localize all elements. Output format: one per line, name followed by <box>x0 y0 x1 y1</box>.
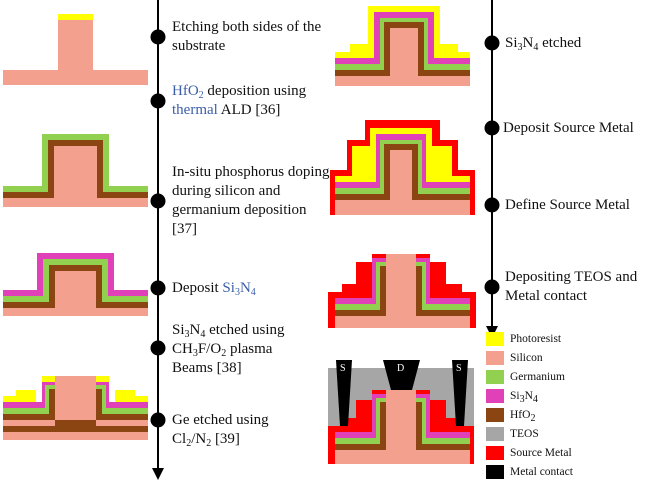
legend-swatches <box>486 332 504 479</box>
source-contact-left <box>336 360 352 426</box>
legend-hfo2: HfO2 <box>510 409 536 424</box>
source-label-left: S <box>340 363 346 374</box>
drain-contact <box>383 360 420 390</box>
step-4-label: Deposit Si3N4 <box>172 280 256 298</box>
structure-step-4 <box>3 376 148 440</box>
legend-silicon: Silicon <box>510 352 543 364</box>
step-6-label: Ge etched using Cl2/N2 [39] <box>172 412 269 449</box>
structure-step-1 <box>3 14 148 85</box>
step-3-label: In-situ phosphorus doping during silicon… <box>172 164 330 237</box>
legend-source-metal: Source Metal <box>510 447 572 459</box>
structure-right-step-3 <box>328 254 476 328</box>
source-contact-right <box>452 360 468 426</box>
structure-right-step-1 <box>335 6 470 86</box>
step-5-label: Si3N4 etched using CH3F/O2 plasma Beams … <box>172 322 285 376</box>
right-step-1-label: Si3N4 etched <box>505 35 582 53</box>
right-step-4-label: Depositing TEOS and Metal contact <box>505 269 638 304</box>
legend-germanium: Germanium <box>510 371 565 383</box>
step-1-label: Etching both sides of the substrate <box>172 19 322 54</box>
right-timeline <box>484 0 500 338</box>
legend-photoresist: Photoresist <box>510 333 562 345</box>
structure-right-step-2 <box>330 120 475 215</box>
structure-step-2 <box>3 134 148 207</box>
step-2-label: HfO2 deposition using thermal ALD [36] <box>172 83 307 118</box>
structure-final-device <box>328 360 474 464</box>
right-step-2-label: Deposit Source Metal <box>503 120 634 136</box>
source-label-right: S <box>456 363 462 374</box>
legend-metal-contact: Metal contact <box>510 466 573 478</box>
left-timeline <box>150 0 166 480</box>
structure-step-3 <box>3 253 148 316</box>
right-step-3-label: Define Source Metal <box>505 197 630 213</box>
legend-teos: TEOS <box>510 428 539 440</box>
drain-label: D <box>397 363 405 374</box>
legend-si3n4: Si3N4 <box>510 390 538 405</box>
